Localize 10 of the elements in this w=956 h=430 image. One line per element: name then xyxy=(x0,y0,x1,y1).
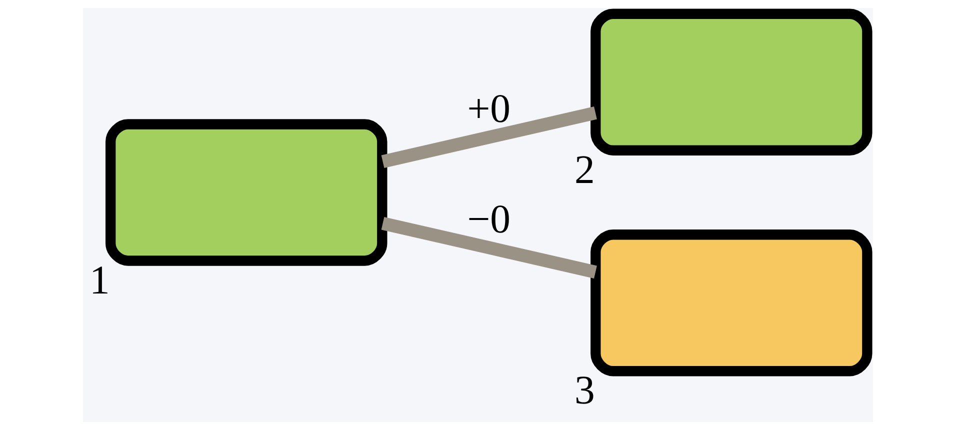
node-box xyxy=(590,8,872,156)
node-box xyxy=(590,230,872,376)
node-label: 2 xyxy=(574,146,595,192)
node-label: 1 xyxy=(90,257,110,302)
connector xyxy=(381,106,597,168)
connector xyxy=(381,217,597,278)
node-box xyxy=(106,119,388,266)
edge-label: −0 xyxy=(467,196,511,242)
edge-label: +0 xyxy=(467,86,511,131)
node-label: 3 xyxy=(574,368,595,413)
